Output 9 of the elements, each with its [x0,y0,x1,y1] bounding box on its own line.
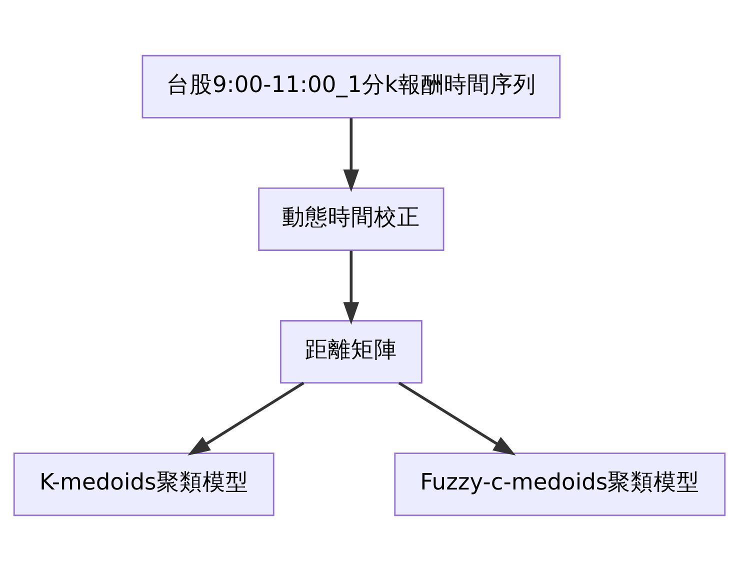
node-box: 台股9:00-11:00_1分k報酬時間序列 [142,54,561,118]
node-box: Fuzzy-c-medoids聚類模型 [394,452,726,516]
node-box: 距離矩陣 [280,320,422,383]
arrow [188,381,304,456]
arrow [343,118,360,192]
node-box: 動態時間校正 [258,187,444,250]
node-box: K-medoids聚類模型 [13,452,274,516]
arrow [398,381,516,456]
arrow [343,250,360,324]
